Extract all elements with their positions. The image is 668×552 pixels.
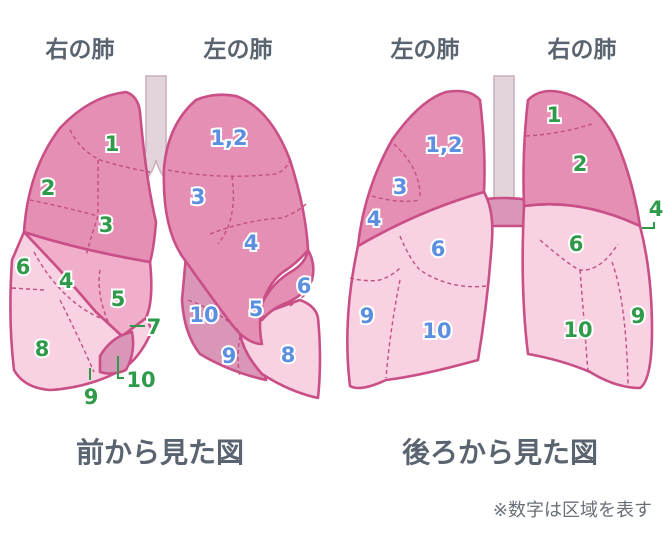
back-left-seg-9: 9	[360, 304, 375, 328]
back-trachea	[493, 75, 515, 211]
front-right-segline-g	[59, 299, 95, 373]
back-left-segline-c	[399, 235, 487, 288]
caption-front-view: 前から見た図	[76, 436, 244, 469]
front-left-seg-6: 6	[297, 274, 312, 298]
front-right-segline-f	[11, 287, 45, 291]
legend-note: ※数字は区域を表す	[493, 500, 652, 521]
front-left-segline-c	[217, 175, 235, 245]
front-right-posterior-piece	[98, 330, 135, 375]
front-right-seg-5: 5	[111, 287, 126, 311]
front-right-seg-9: 9	[84, 385, 99, 409]
front-right-seg-10: 10	[126, 368, 155, 392]
front-right-seg-4: 4	[59, 269, 74, 293]
back-left-upper-lobe	[356, 89, 486, 248]
back-left-seg-1-2: 1,2	[425, 133, 462, 157]
front-view: 1 2 3 4 5 6 7 8 9 10 1,2 3 4 5 6 8 9 10	[9, 75, 322, 411]
back-right-seg-10: 10	[563, 318, 592, 342]
back-left-segline-a	[393, 143, 421, 197]
front-left-seg-9: 9	[222, 344, 237, 368]
front-left-segline-b	[209, 203, 307, 235]
back-right-segline-c	[579, 269, 589, 373]
back-left-seg-6: 6	[431, 237, 446, 261]
front-right-segline-a	[69, 129, 151, 173]
caption-back-view: 後ろから見た図	[402, 436, 598, 469]
header-front-left-lung: 左の肺	[204, 37, 273, 63]
back-right-upper-lobe	[522, 89, 642, 228]
front-right-segline-e	[98, 269, 111, 327]
back-right-seg-2: 2	[573, 152, 588, 176]
front-right-seg-7: 7	[147, 315, 162, 339]
front-right-lung	[9, 90, 158, 392]
front-right-seg-8: 8	[35, 337, 50, 361]
front-right-seg-2: 2	[41, 176, 56, 200]
front-left-lingula-tip	[260, 248, 315, 322]
front-right-leader-10	[117, 356, 124, 379]
back-left-seg-3: 3	[393, 175, 408, 199]
front-right-seg-1: 1	[105, 132, 120, 156]
header-back-right-lung: 右の肺	[548, 36, 617, 63]
back-right-segline-d	[611, 261, 629, 385]
front-left-seg-3: 3	[191, 185, 206, 209]
back-view: 1,2 3 4 6 9 10 1 2 4 6 10 9	[346, 75, 665, 390]
front-right-seg-6: 6	[16, 255, 31, 279]
back-left-seg-10: 10	[422, 319, 451, 343]
front-left-seg-10: 10	[189, 303, 218, 327]
front-left-lung	[162, 93, 322, 400]
back-right-lower-lobe	[521, 202, 654, 390]
front-left-seg-4: 4	[244, 231, 259, 255]
header-back-left-lung: 左の肺	[391, 37, 460, 63]
front-left-segline-f	[237, 335, 241, 377]
back-left-lung	[346, 89, 494, 390]
front-left-segline-d	[187, 299, 239, 331]
back-right-lung	[521, 89, 655, 390]
front-right-upper-lobe	[22, 90, 158, 264]
back-right-seg-1: 1	[547, 103, 562, 127]
back-right-seg-9: 9	[631, 304, 646, 328]
front-left-seg-1-2: 1,2	[210, 126, 247, 150]
front-left-seg-5: 5	[249, 297, 264, 321]
back-right-seg-6: 6	[569, 232, 584, 256]
back-left-segline-b	[371, 195, 421, 203]
front-right-segline-c	[85, 160, 99, 257]
header-front-right-lung: 右の肺	[46, 36, 115, 63]
back-left-segline-e	[385, 279, 401, 379]
back-right-leader-4	[642, 222, 655, 229]
back-right-seg-4: 4	[649, 197, 664, 221]
front-left-segline-a	[167, 159, 291, 177]
back-left-segline-d	[349, 267, 401, 282]
back-left-seg-4: 4	[367, 207, 382, 231]
front-left-segline-e	[289, 289, 313, 307]
front-right-segline-d	[33, 251, 101, 319]
front-left-seg-8: 8	[281, 343, 296, 367]
front-right-seg-3: 3	[99, 213, 114, 237]
